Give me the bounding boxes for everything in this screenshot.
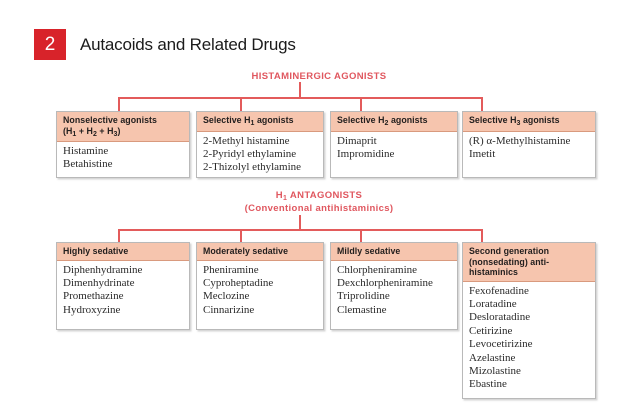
list-item: Dexchlorpheniramine [337, 276, 433, 289]
node-body-selective-h2-agonists: Dimaprit Impromidine [331, 132, 457, 166]
node-nonselective-agonists[interactable]: Nonselective agonists(H1 + H2 + H3) Hist… [56, 111, 190, 178]
node-selective-h1-agonists[interactable]: Selective H1 agonists 2-Methyl histamine… [196, 111, 324, 178]
connector-trunk-agonists [299, 82, 301, 98]
node-body-selective-h3-agonists: (R) α-Methylhistamine Imetit [463, 132, 595, 166]
node-body-selective-h1-agonists: 2-Methyl histamine 2-Pyridyl ethylamine … [197, 132, 323, 179]
list-item: Cinnarizine [203, 303, 255, 316]
page-title-bar: 2 Autacoids and Related Drugs [34, 29, 296, 60]
list-item: Betahistine [63, 158, 113, 171]
list-item: Chlorpheniramine [337, 263, 418, 276]
connector-drop-antagonists-3 [360, 229, 362, 242]
connector-drop-antagonists-1 [118, 229, 120, 242]
list-item: Fexofenadine [469, 284, 529, 297]
list-item: (R) α-Methylhistamine [469, 134, 571, 147]
list-item: Impromidine [337, 147, 395, 160]
node-second-generation[interactable]: Second generation(nonsedating) anti-hist… [462, 242, 596, 399]
section-heading-h1-antagonists-subtitle: (Conventional antihistaminics) [244, 203, 394, 214]
list-item: Pheniramine [203, 263, 259, 276]
node-body-moderately-sedative: Pheniramine Cyproheptadine Meclozine Cin… [197, 261, 323, 322]
section-heading-h1-antagonists: H1 ANTAGONISTS [275, 190, 363, 202]
node-body-highly-sedative: Diphenhydramine Dimenhydrinate Promethaz… [57, 261, 189, 322]
list-item: Levocetirizine [469, 338, 533, 351]
list-item: Clemastine [337, 303, 387, 316]
page-title: Autacoids and Related Drugs [80, 34, 296, 54]
connector-bus-agonists [118, 97, 483, 99]
list-item: Cyproheptadine [203, 276, 274, 289]
chapter-number-badge: 2 [34, 29, 66, 60]
list-item: 2-Pyridyl ethylamine [203, 147, 297, 160]
node-selective-h2-agonists[interactable]: Selective H2 agonists Dimaprit Impromidi… [330, 111, 458, 178]
list-item: Ebastine [469, 378, 507, 391]
list-item: Cetirizine [469, 324, 513, 337]
node-highly-sedative[interactable]: Highly sedative Diphenhydramine Dimenhyd… [56, 242, 190, 330]
node-header-nonselective-agonists: Nonselective agonists(H1 + H2 + H3) [57, 112, 189, 142]
list-item: Diphenhydramine [63, 263, 143, 276]
list-item: 2-Methyl histamine [203, 134, 290, 147]
node-body-mildly-sedative: Chlorpheniramine Dexchlorpheniramine Tri… [331, 261, 457, 322]
list-item: Dimenhydrinate [63, 276, 135, 289]
list-item: Imetit [469, 147, 496, 160]
node-mildly-sedative[interactable]: Mildly sedative Chlorpheniramine Dexchlo… [330, 242, 458, 330]
list-item: Triprolidine [337, 290, 390, 303]
connector-drop-antagonists-2 [240, 229, 242, 242]
list-item: Loratadine [469, 297, 517, 310]
list-item: Promethazine [63, 290, 124, 303]
connector-drop-antagonists-4 [481, 229, 483, 242]
node-header-selective-h3-agonists: Selective H3 agonists [463, 112, 595, 132]
node-header-highly-sedative: Highly sedative [57, 243, 189, 261]
node-moderately-sedative[interactable]: Moderately sedative Pheniramine Cyprohep… [196, 242, 324, 330]
node-header-mildly-sedative: Mildly sedative [331, 243, 457, 261]
node-header-moderately-sedative: Moderately sedative [197, 243, 323, 261]
connector-drop-agonists-2 [240, 97, 242, 111]
list-item: Azelastine [469, 351, 516, 364]
connector-drop-agonists-3 [360, 97, 362, 111]
list-item: Desloratadine [469, 311, 531, 324]
connector-drop-agonists-4 [481, 97, 483, 111]
node-header-selective-h2-agonists: Selective H2 agonists [331, 112, 457, 132]
connector-trunk-antagonists [299, 215, 301, 230]
list-item: Meclozine [203, 290, 250, 303]
list-item: Hydroxyzine [63, 303, 121, 316]
connector-bus-antagonists [118, 229, 483, 231]
node-selective-h3-agonists[interactable]: Selective H3 agonists (R) α-Methylhistam… [462, 111, 596, 178]
node-body-nonselective-agonists: Histamine Betahistine [57, 142, 189, 176]
list-item: Mizolastine [469, 364, 521, 377]
list-item: 2-Thizolyl ethylamine [203, 161, 302, 174]
node-header-second-generation: Second generation(nonsedating) anti-hist… [463, 243, 595, 282]
list-item: Histamine [63, 145, 109, 157]
node-body-second-generation: Fexofenadine Loratadine Desloratadine Ce… [463, 282, 595, 396]
list-item: Dimaprit [337, 134, 377, 147]
connector-drop-agonists-1 [118, 97, 120, 111]
node-header-selective-h1-agonists: Selective H1 agonists [197, 112, 323, 132]
section-heading-histaminergic-agonists: HISTAMINERGIC AGONISTS [251, 71, 387, 82]
